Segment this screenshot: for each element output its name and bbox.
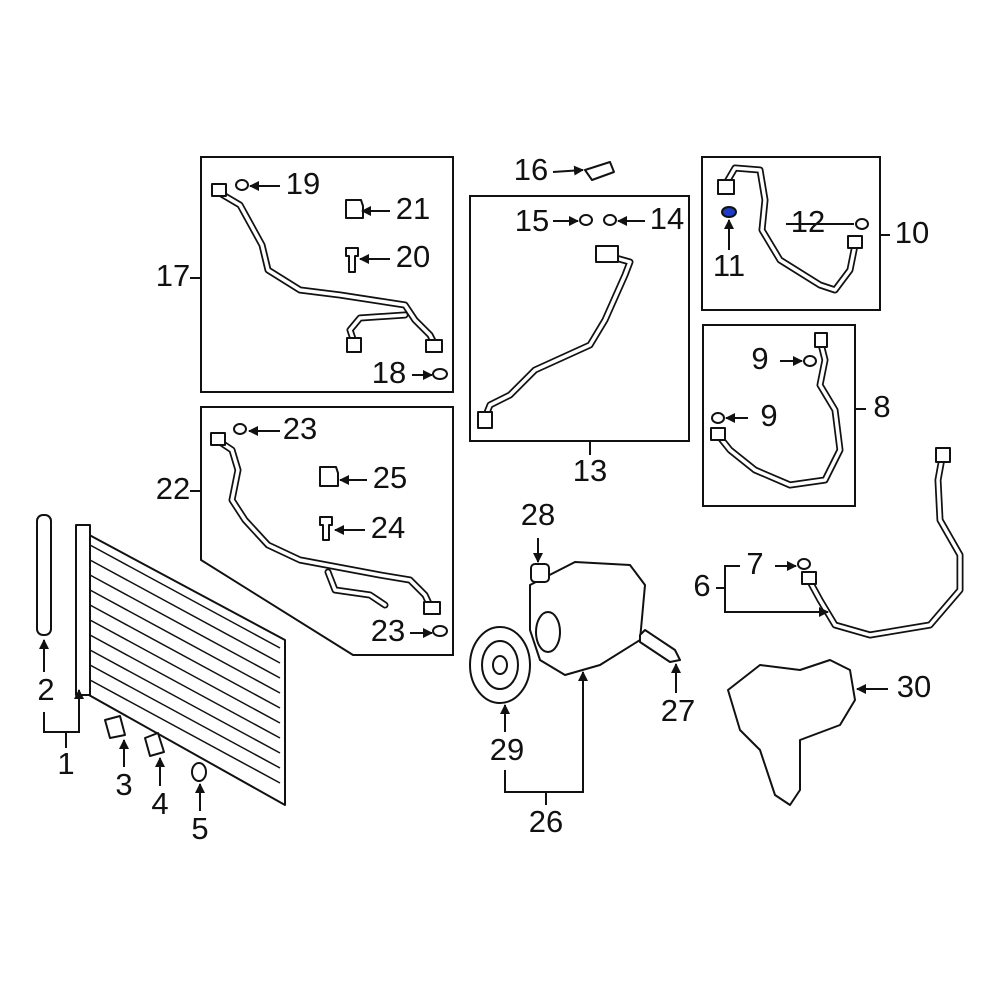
callout-9-bottom: 9 <box>760 398 777 433</box>
callout-14: 14 <box>650 201 684 236</box>
seal-5[interactable] <box>191 762 207 782</box>
callout-8: 8 <box>873 389 890 424</box>
callout-5: 5 <box>191 811 208 846</box>
callout-2: 2 <box>37 672 54 707</box>
o-ring-19[interactable] <box>235 179 249 191</box>
group-box-10 <box>701 156 881 311</box>
nut-25[interactable] <box>319 466 339 487</box>
callout-22: 22 <box>156 471 190 506</box>
switch-3[interactable] <box>104 715 126 739</box>
group-box-13 <box>469 195 690 442</box>
group-box-8 <box>702 324 856 507</box>
line-13[interactable] <box>477 245 634 429</box>
group-box-22 <box>200 406 454 656</box>
valve-4[interactable] <box>144 732 165 757</box>
callout-10: 10 <box>895 215 929 250</box>
callout-6: 6 <box>693 568 710 603</box>
hose-22[interactable] <box>210 432 441 615</box>
leader-lines <box>39 165 890 811</box>
callout-7: 7 <box>746 546 763 581</box>
o-ring-14[interactable] <box>603 214 617 226</box>
callout-13: 13 <box>573 453 607 488</box>
callout-27: 27 <box>661 693 695 728</box>
callout-9-top: 9 <box>751 341 768 376</box>
bushing-28[interactable] <box>530 563 550 583</box>
callout-19: 19 <box>286 166 320 201</box>
callout-26: 26 <box>529 804 563 839</box>
callout-16: 16 <box>514 152 548 187</box>
callout-4: 4 <box>151 786 168 821</box>
callout-25: 25 <box>373 460 407 495</box>
callout-1: 1 <box>57 746 74 781</box>
callout-3: 3 <box>115 767 132 802</box>
o-ring-23-top[interactable] <box>233 423 247 435</box>
nut-21[interactable] <box>345 199 364 219</box>
callout-labels: 19 21 20 17 18 16 15 14 13 12 11 10 9 9 … <box>37 152 931 846</box>
bracket-30[interactable] <box>727 659 856 806</box>
callout-23-bottom: 23 <box>371 613 405 648</box>
callout-12: 12 <box>791 204 825 239</box>
group-box-17 <box>200 156 454 393</box>
cap-16[interactable] <box>584 161 615 181</box>
hose-8[interactable] <box>710 332 844 489</box>
bolt-20[interactable] <box>345 247 359 273</box>
callout-21: 21 <box>396 191 430 226</box>
callout-28: 28 <box>521 497 555 532</box>
o-ring-23-bottom[interactable] <box>432 625 448 637</box>
o-ring-15[interactable] <box>579 214 593 226</box>
callout-11: 11 <box>713 248 745 283</box>
o-ring-11-highlighted[interactable] <box>721 206 737 218</box>
line-10[interactable] <box>717 164 863 294</box>
hose-17[interactable] <box>211 183 443 353</box>
callout-18: 18 <box>372 355 406 390</box>
callout-15: 15 <box>515 203 549 238</box>
condenser-1[interactable] <box>75 524 286 806</box>
bolt-27[interactable] <box>639 629 681 663</box>
callout-29: 29 <box>490 732 524 767</box>
bolt-24[interactable] <box>319 516 333 541</box>
callout-30: 30 <box>897 669 931 704</box>
callout-20: 20 <box>396 239 430 274</box>
o-ring-12[interactable] <box>855 218 869 230</box>
callout-17: 17 <box>156 258 190 293</box>
o-ring-7[interactable] <box>797 558 811 570</box>
o-ring-18[interactable] <box>432 368 448 380</box>
o-ring-9-top[interactable] <box>803 355 817 367</box>
o-ring-9-bottom[interactable] <box>711 412 725 424</box>
compressor-hub <box>535 611 561 653</box>
callout-24: 24 <box>371 510 405 545</box>
callout-23-top: 23 <box>283 411 317 446</box>
compressor-26[interactable] <box>529 561 646 676</box>
drier-2[interactable] <box>36 514 52 636</box>
clutch-pulley-29[interactable] <box>469 626 531 704</box>
